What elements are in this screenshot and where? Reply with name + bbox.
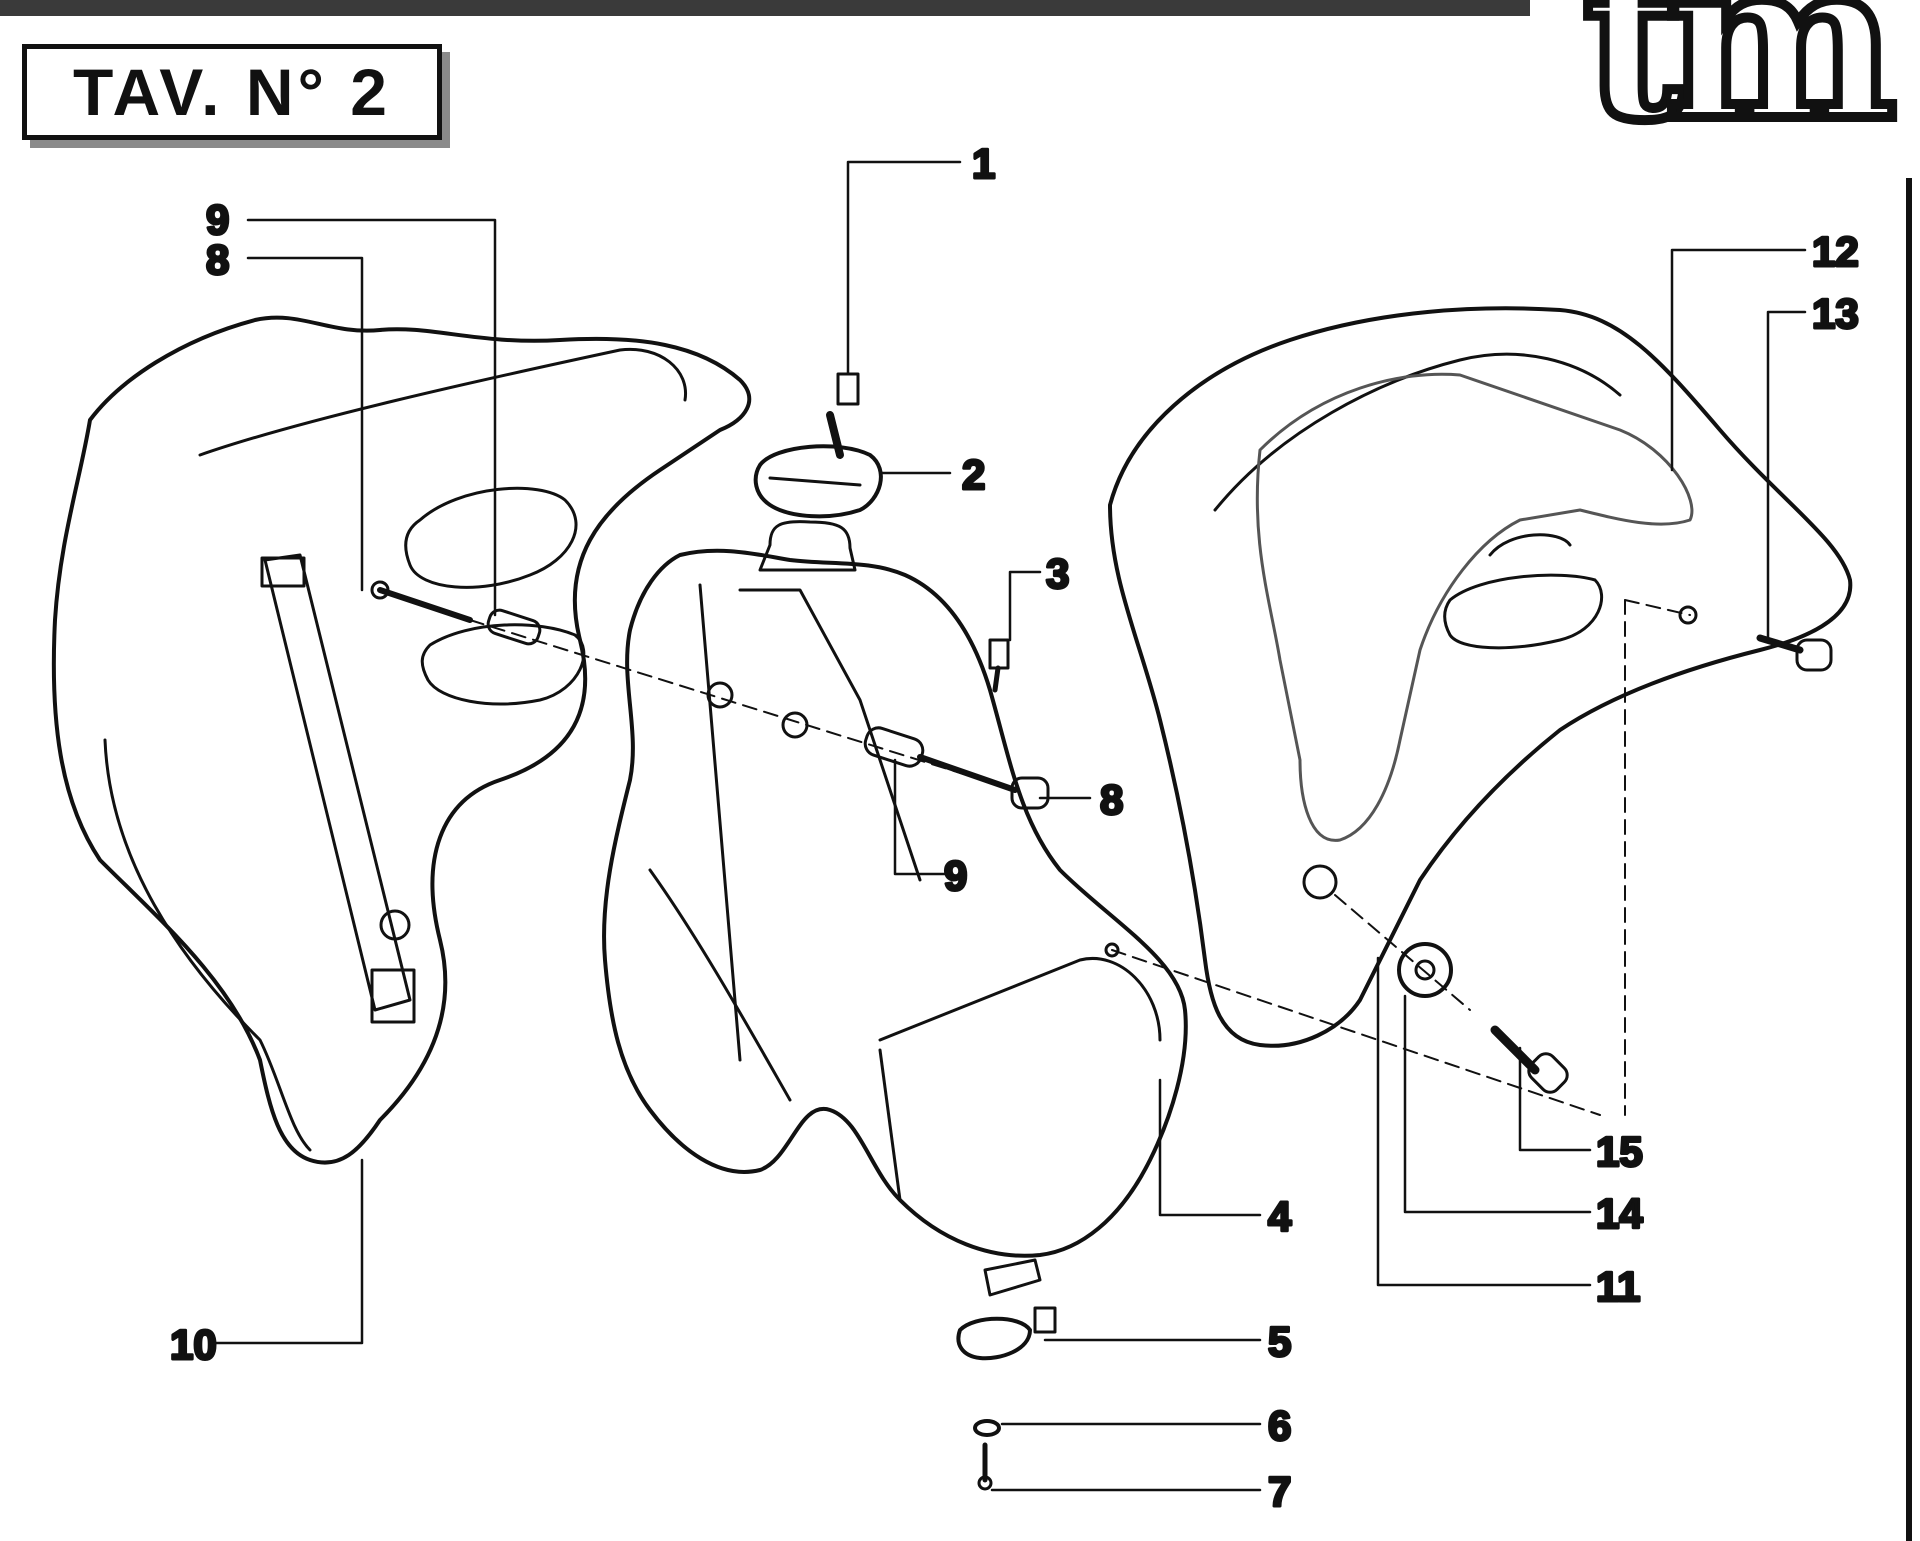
- vent-hose: [826, 372, 860, 459]
- plate-title-box: TAV. N° 2: [22, 44, 442, 140]
- callout-7: 7: [1268, 1468, 1291, 1515]
- callout-5: 5: [1268, 1318, 1291, 1365]
- callout-14: 14: [1596, 1190, 1643, 1237]
- screw-part-7: [977, 1442, 993, 1491]
- bolt-part-8-left: [370, 580, 473, 623]
- callout-2: 2: [962, 451, 985, 498]
- right-side-panel: [1108, 306, 1853, 1048]
- callout-6: 6: [1268, 1402, 1291, 1449]
- tm-brand-logo: tm: [1540, 0, 1920, 175]
- callout-8-right: 8: [1100, 776, 1123, 823]
- callout-8-left: 8: [206, 236, 229, 283]
- top-border-bar: [0, 0, 1530, 16]
- callout-11: 11: [1596, 1263, 1640, 1310]
- callout-4: 4: [1268, 1193, 1292, 1240]
- callout-3: 3: [1046, 550, 1069, 597]
- grommet-part-14: [1397, 942, 1453, 998]
- right-border-rule: [1906, 178, 1912, 1541]
- filler-cap: [753, 444, 883, 519]
- callout-15: 15: [1596, 1128, 1643, 1175]
- washer-part-6: [973, 1419, 1001, 1437]
- screw-part-3: [988, 638, 1010, 693]
- callout-9-right: 9: [944, 852, 967, 899]
- bolt-part-13: [1678, 605, 1833, 672]
- assembly-dash-lines: [469, 599, 1691, 1116]
- callout-1: 1: [972, 140, 995, 187]
- fuel-tank: [602, 520, 1188, 1258]
- bolt-part-15: [1490, 1025, 1569, 1094]
- tm-logo-lettering: tm: [1578, 0, 1902, 169]
- spacer-part-9-left: [486, 608, 542, 646]
- plate-title: TAV. N° 2: [73, 55, 391, 129]
- leader-lines: [213, 160, 1807, 1492]
- bolt-part-8-right: [917, 754, 1050, 810]
- callout-numbers: 1 2 3 4 5 6 7 8 8 9 9 10 11 12 13 14 15: [169, 139, 1861, 1517]
- fuel-tap-part-5: [956, 1258, 1057, 1361]
- left-side-panel: [51, 315, 752, 1165]
- callout-12: 12: [1812, 228, 1859, 275]
- callout-13: 13: [1812, 290, 1859, 337]
- callout-9-left: 9: [206, 196, 229, 243]
- callout-10: 10: [170, 1321, 217, 1368]
